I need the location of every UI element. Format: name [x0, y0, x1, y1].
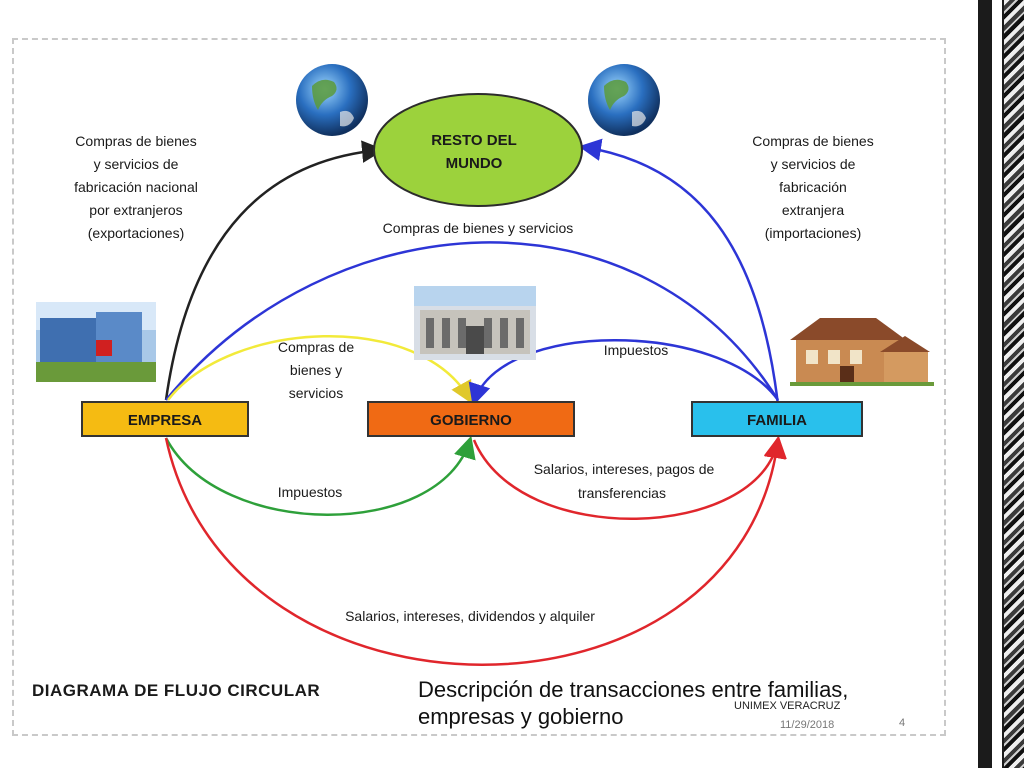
company-building-icon — [36, 302, 156, 382]
arrow-compras-bienes-servicios — [165, 241, 780, 401]
diagram-title: DIAGRAMA DE FLUJO CIRCULAR — [32, 681, 320, 700]
label-compras-bienes-servicios: Compras de bienes y servicios — [383, 220, 574, 236]
node-gobierno — [367, 401, 575, 437]
label-compras-gobierno-3: servicios — [289, 385, 343, 401]
label-salarios-gobierno-2: transferencias — [578, 485, 666, 501]
node-resto-del-mundo-label-2: MUNDO — [446, 155, 503, 172]
footer-date: 11/29/2018 — [780, 719, 835, 731]
slide-caption-line-2: empresas y gobierno — [418, 704, 624, 729]
label-salarios-empresa: Salarios, intereses, dividendos y alquil… — [345, 608, 595, 624]
label-impuestos-empresa: Impuestos — [278, 484, 343, 500]
label-importaciones-2: y servicios de — [771, 156, 856, 172]
slide-caption: Descripción de transacciones entre famil… — [418, 676, 888, 730]
footer-organization: UNIMEX VERACRUZ — [734, 700, 841, 712]
node-familia — [691, 401, 863, 437]
label-exportaciones-4: por extranjeros — [89, 202, 182, 218]
label-exportaciones-2: y servicios de — [94, 156, 179, 172]
arrow-salarios-empresa — [164, 435, 787, 666]
label-impuestos-familia: Impuestos — [604, 342, 669, 358]
node-empresa-label: EMPRESA — [128, 412, 202, 429]
node-empresa — [81, 401, 249, 437]
arrow-compras-gobierno — [167, 335, 473, 404]
footer-page-number: 4 — [899, 717, 906, 729]
arrow-impuestos-empresa — [164, 435, 476, 516]
label-importaciones-4: extranjera — [782, 202, 844, 218]
slide-frame — [12, 38, 946, 736]
arrow-exportaciones — [164, 140, 385, 401]
label-exportaciones-3: fabricación nacional — [74, 179, 198, 195]
arrow-salarios-gobierno — [472, 435, 786, 520]
label-compras-gobierno-2: bienes y — [290, 362, 342, 378]
decorative-side-strip — [978, 0, 1024, 768]
label-salarios-gobierno-1: Salarios, intereses, pagos de — [534, 461, 715, 477]
slide-caption-line-1: Descripción de transacciones entre famil… — [418, 677, 849, 702]
node-gobierno-label: GOBIERNO — [430, 412, 512, 429]
node-familia-label: FAMILIA — [747, 412, 807, 429]
node-resto-del-mundo-label-1: RESTO DEL — [431, 132, 517, 149]
label-importaciones-1: Compras de bienes — [752, 133, 873, 149]
globe-right-icon — [588, 64, 660, 136]
label-exportaciones-5: (exportaciones) — [88, 225, 185, 241]
label-importaciones-3: fabricación — [779, 179, 847, 195]
label-importaciones-5: (importaciones) — [765, 225, 861, 241]
label-compras-gobierno-1: Compras de — [278, 339, 354, 355]
arrow-impuestos-familia — [468, 339, 780, 407]
node-resto-del-mundo — [373, 93, 583, 207]
government-building-icon — [414, 286, 536, 360]
house-icon — [790, 318, 934, 386]
globe-left-icon — [296, 64, 368, 136]
label-exportaciones-1: Compras de bienes — [75, 133, 196, 149]
arrow-importaciones — [578, 138, 780, 406]
